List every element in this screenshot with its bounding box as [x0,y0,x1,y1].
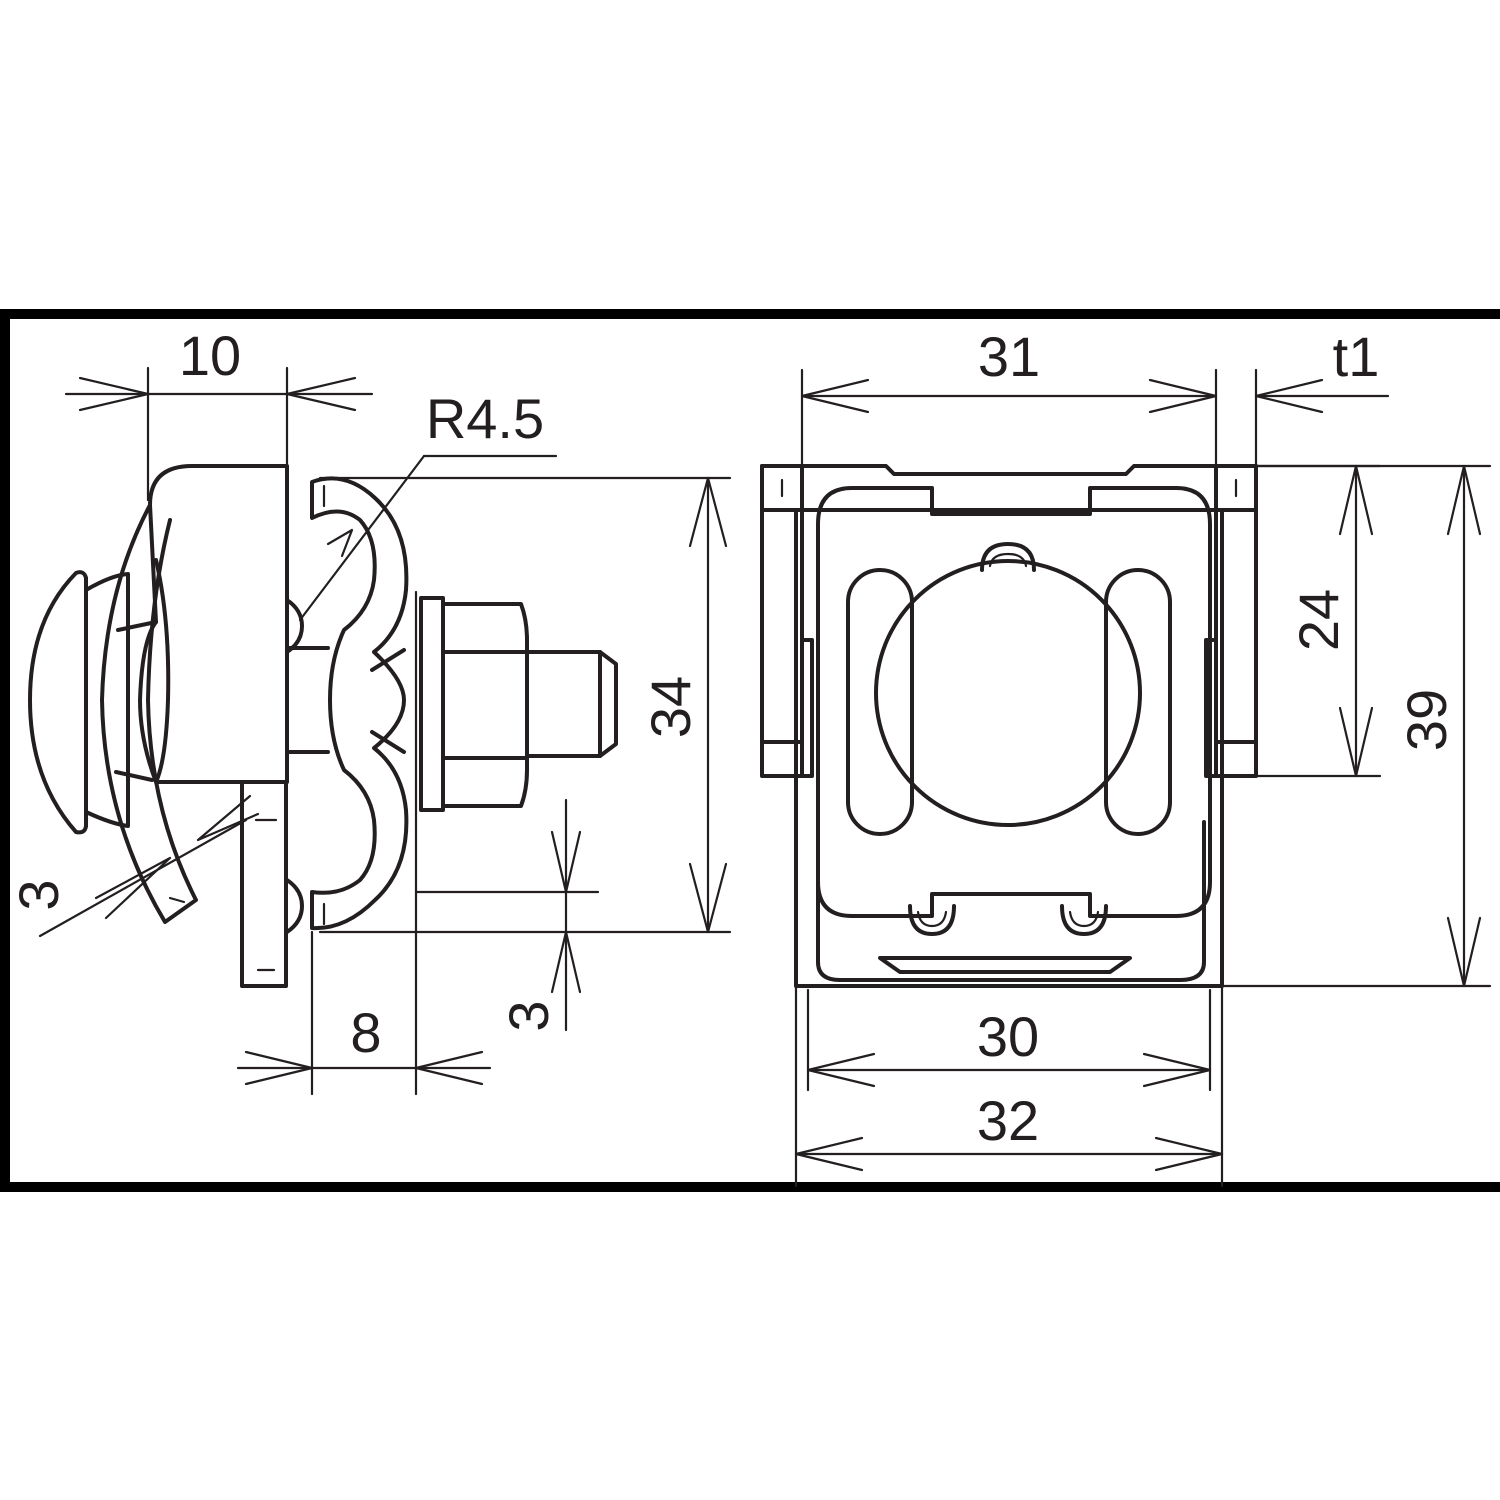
dimension-30 [806,988,1212,1092]
dimension-34 [318,476,732,934]
lower-tab [240,782,288,988]
dim-label-31: 31 [978,325,1040,388]
top-strip [760,464,1258,512]
drawing-frame [0,309,1500,1192]
hex-nut [441,602,529,808]
bolt-thread [525,650,618,758]
dim-label-t1: t1 [1333,325,1380,388]
dimension-39 [1220,464,1492,988]
dim-label-r45: R4.5 [426,387,544,450]
dimension-r45 [298,454,558,622]
bolt-head [874,559,1142,827]
dim-label-39: 39 [1395,689,1458,751]
dim-label-3-left: 3 [7,879,70,910]
bolt-tab-top [980,542,1036,572]
dim-label-34: 34 [639,676,702,738]
dimension-32 [794,984,1224,1188]
clamp-plate [816,486,1212,918]
dim-label-24: 24 [1287,589,1350,651]
bottom-tab-left [908,904,956,936]
dim-label-10: 10 [179,324,241,387]
front-view: 31 t1 24 39 [760,325,1492,1188]
saddle-clip [310,476,409,931]
bolt-shank [285,646,330,754]
nut-washer [419,596,445,812]
base-plate [794,508,1224,988]
dimension-10 [64,366,374,502]
dome-head [28,570,88,835]
dim-label-30: 30 [977,1005,1039,1068]
clamp-body [138,464,289,784]
dimension-3-left [38,794,260,938]
spring-washer [84,572,130,828]
side-view: 10 R4.5 34 3 [7,324,732,1096]
slot-right [1104,568,1172,836]
dimension-31 [800,368,1218,468]
dim-label-32: 32 [977,1089,1039,1152]
dimension-8 [236,590,492,1096]
dimension-t1 [1254,368,1390,468]
dim-label-3-right: 3 [497,1000,560,1031]
dimension-3-right [414,798,600,1032]
clamp-strap [100,503,198,924]
left-bracket [760,464,814,778]
bottom-tab-right [1060,904,1108,936]
dim-label-8: 8 [350,1001,381,1064]
right-bracket [1204,464,1258,778]
slot-left [846,568,914,836]
